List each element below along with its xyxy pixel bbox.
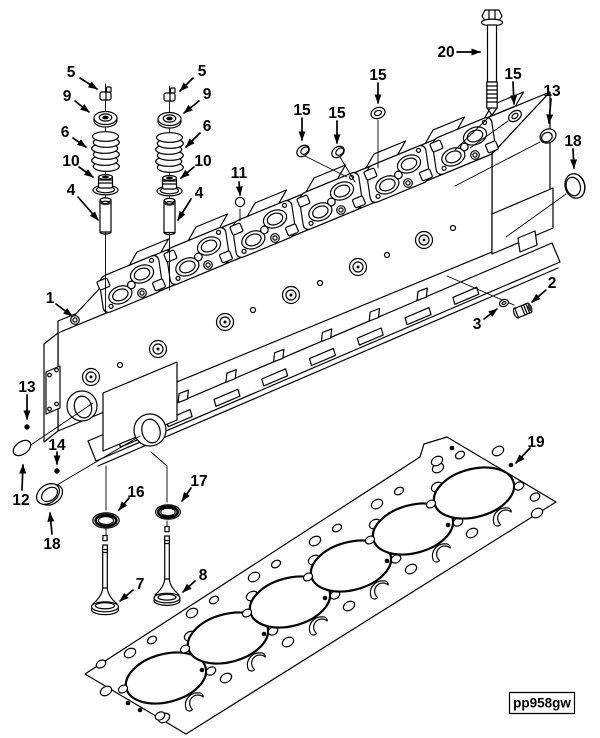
- callout-1: 1: [46, 290, 55, 307]
- water-port-hole-1: [66, 390, 98, 422]
- callout-4-left: 4: [67, 182, 76, 199]
- head-bolt-20: [480, 9, 504, 116]
- callout-11: 11: [231, 165, 248, 182]
- o-ring-15-c: [370, 106, 386, 120]
- valve-spring-right: [155, 132, 184, 173]
- stem-seal-left: [92, 174, 119, 196]
- exhaust-valve-8: [153, 525, 181, 606]
- cup-plug-15-a: [296, 144, 310, 158]
- callout-19: 19: [527, 434, 545, 451]
- callout-18-left: 18: [43, 536, 61, 553]
- callout-4-right: 4: [195, 185, 204, 202]
- callout-2: 2: [548, 275, 557, 292]
- valve-guide-right: [163, 197, 176, 236]
- callout-15-c: 15: [369, 67, 387, 84]
- callout-15-a: 15: [293, 102, 311, 119]
- head-gasket-19: [84, 436, 557, 735]
- callout-10-left: 10: [62, 153, 79, 170]
- o-ring-12: [12, 439, 32, 457]
- valve-guide-left: [99, 197, 112, 235]
- valve-train-stack-left: [91, 83, 120, 314]
- seal-ring-16: [92, 512, 120, 529]
- cup-plug-15-b: [331, 145, 345, 159]
- dowel-13-left: [24, 424, 30, 430]
- callout-15-b: 15: [328, 105, 346, 122]
- callout-15-d: 15: [504, 66, 522, 83]
- callout-9-right: 9: [203, 86, 212, 103]
- water-port-hole-2: [133, 413, 167, 447]
- valve-train-stack-right: [155, 85, 184, 291]
- head-right-small-tab: [517, 230, 538, 253]
- threaded-plug-2: [512, 302, 533, 319]
- callout-arrows: [19, 48, 578, 602]
- callout-12: 12: [12, 492, 29, 509]
- cup-plug-18-right: [564, 173, 586, 199]
- o-ring-3: [498, 298, 510, 308]
- callout-labels: 5 9 6 10 4 5 9 6 10 4 11 15 15 15 20 15 …: [12, 44, 582, 593]
- callout-5-right: 5: [198, 63, 207, 80]
- callout-17: 17: [190, 473, 207, 490]
- gasket-corner-holes: [95, 445, 544, 721]
- figure-code-text: pp958gw: [513, 696, 571, 711]
- callout-16: 16: [127, 484, 145, 501]
- callout-9-left: 9: [63, 88, 72, 105]
- head-right-lower-block: [491, 187, 554, 255]
- front-panel-large: [102, 361, 178, 452]
- callout-8: 8: [199, 567, 208, 584]
- seal-ring-17: [155, 504, 182, 520]
- callout-3: 3: [473, 316, 482, 333]
- callout-13-left: 13: [18, 379, 36, 396]
- cup-plug-13-right: [539, 128, 557, 144]
- intake-valve-7: [90, 534, 120, 616]
- callout-6-right: 6: [203, 118, 212, 135]
- valve-spring-left: [91, 131, 120, 172]
- figure-code-box: pp958gw: [508, 691, 576, 715]
- spring-retainer-right: [157, 111, 182, 129]
- callout-14: 14: [48, 437, 66, 454]
- callout-6-left: 6: [61, 124, 70, 141]
- stem-seal-right: [156, 175, 183, 197]
- spring-retainer-left: [93, 110, 118, 128]
- rail-bottom-line: [97, 267, 559, 467]
- callout-7: 7: [136, 576, 145, 593]
- cup-plug-18-left: [35, 483, 64, 506]
- callout-13-right: 13: [543, 83, 561, 100]
- callout-20: 20: [437, 44, 454, 61]
- o-ring-15-d: [508, 109, 522, 123]
- dowel-14: [54, 468, 60, 474]
- callout-18-right: 18: [564, 133, 582, 150]
- callout-10-right: 10: [194, 153, 211, 170]
- callout-5-left: 5: [67, 64, 76, 81]
- check-ball-11: [234, 196, 246, 208]
